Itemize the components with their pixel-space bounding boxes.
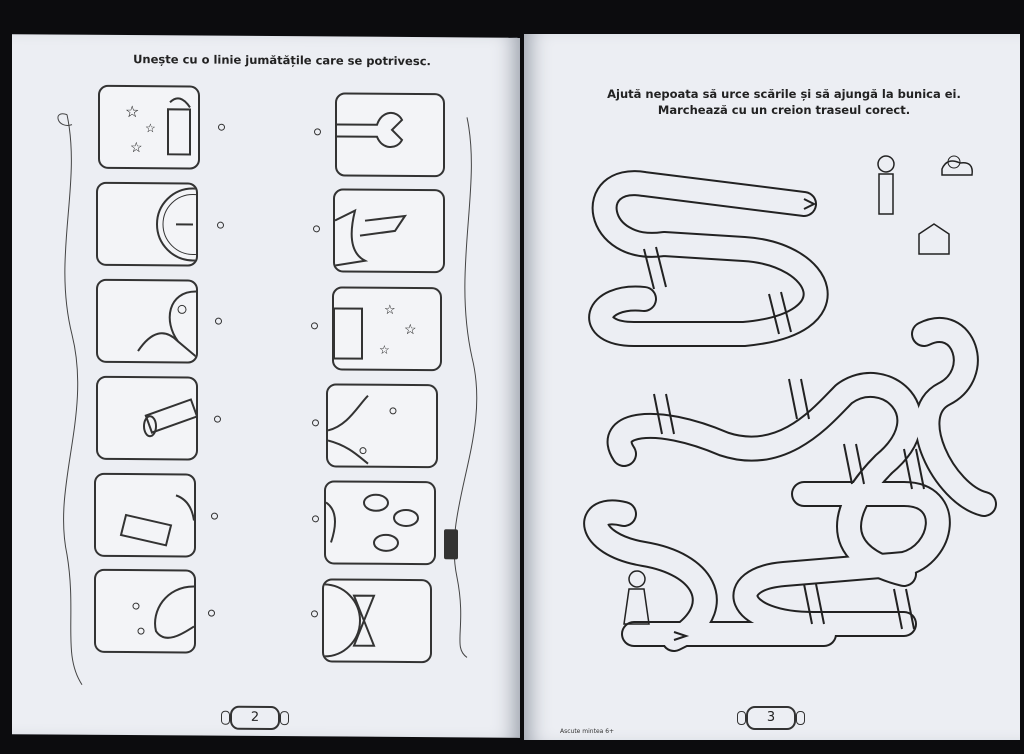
card-hourglass-half[interactable] — [322, 578, 432, 664]
girl-figure — [623, 570, 650, 625]
instruction-line-2: Marchează cu un creion traseul corect. — [657, 103, 911, 117]
card-gift-box-half[interactable]: ☆☆☆ — [98, 84, 200, 170]
thread-decoration — [57, 113, 478, 685]
card-parrot-half[interactable] — [96, 278, 198, 364]
card-clock-half[interactable] — [96, 181, 198, 267]
instruction-line-1: Ajută nepoata să urce scările și să ajun… — [607, 87, 961, 101]
right-page: Ajută nepoata să urce scările și să ajun… — [524, 34, 1020, 740]
svg-text:☆: ☆ — [384, 303, 396, 318]
card-pipe-half[interactable] — [96, 375, 198, 461]
svg-text:☆: ☆ — [130, 140, 143, 156]
house — [918, 223, 950, 255]
svg-text:☆: ☆ — [145, 121, 156, 135]
svg-text:☆: ☆ — [125, 102, 139, 121]
page-number-right: 3 — [737, 706, 805, 730]
sun-icon — [947, 155, 961, 169]
card-wrench-half[interactable] — [335, 92, 445, 178]
cloud-icon — [941, 160, 973, 176]
svg-text:☆: ☆ — [404, 322, 417, 338]
left-page: Unește cu o linie jumătățile care se pot… — [12, 34, 520, 738]
card-bell-ribbon-half[interactable] — [333, 188, 445, 274]
svg-text:☆: ☆ — [379, 343, 390, 357]
maze[interactable] — [524, 34, 1020, 740]
card-ribbon-half[interactable] — [94, 472, 196, 558]
page-number-left: 2 — [230, 705, 280, 731]
grandma-figure — [877, 155, 895, 215]
card-gift-box-other-half[interactable]: ☆ ☆ ☆ — [332, 286, 442, 372]
right-instruction: Ajută nepoata să urce scările și să ajun… — [574, 86, 994, 118]
book-footer: Ascute mintea 6+ — [560, 728, 615, 735]
card-dolphin-half[interactable] — [94, 568, 196, 654]
card-parrot-leaves-half[interactable] — [324, 480, 436, 566]
card-dolphin-tail-half[interactable] — [326, 383, 438, 469]
